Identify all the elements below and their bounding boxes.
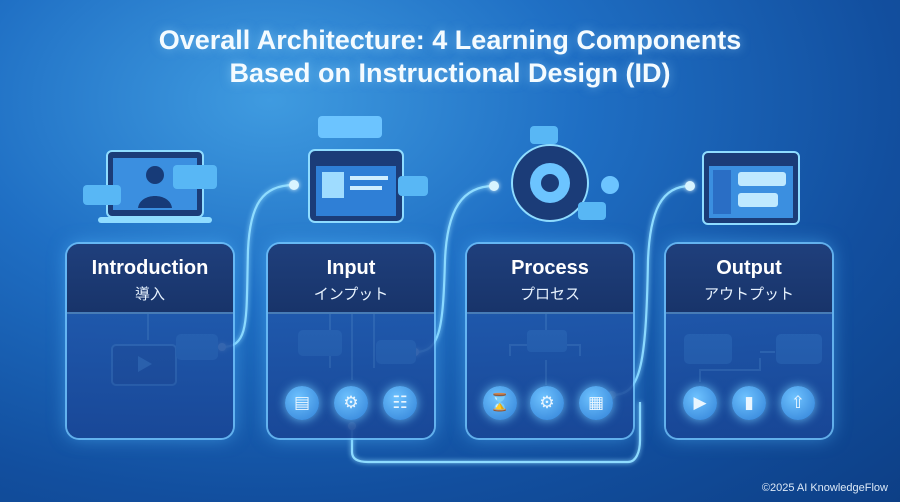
play-icon: ▶ <box>683 386 717 420</box>
card-subtitle: インプット <box>313 286 389 303</box>
gear-icon: ⚙ <box>334 386 368 420</box>
card-header: Input インプット <box>268 244 434 314</box>
card-title: Process <box>511 257 589 279</box>
document-icon: ▤ <box>285 386 319 420</box>
hourglass-icon: ⌛ <box>483 386 517 420</box>
connector-intro-to-input <box>221 183 295 349</box>
video-lecture-illustration <box>83 150 217 223</box>
diagram-title: Overall Architecture: 4 Learning Compone… <box>0 24 900 90</box>
node-dot <box>685 181 695 191</box>
component-card-process: Process プロセス ⌛ ⚙ ▦ <box>467 244 633 438</box>
card-subtitle: プロセス <box>519 286 580 303</box>
copyright-footer: ©2025 AI KnowledgeFlow <box>761 482 888 494</box>
card-header: Process プロセス <box>467 244 633 314</box>
upload-icon: ⇧ <box>781 386 815 420</box>
card-title: Output <box>716 257 782 279</box>
dashboard-window-illustration <box>702 151 800 225</box>
connector-bottom-loop <box>350 402 642 464</box>
document-window-illustration <box>308 116 428 223</box>
component-card-input: Input インプット ▤ ⚙ ☷ <box>268 244 434 438</box>
calculator-icon: ▦ <box>579 386 613 420</box>
card-header: Output アウトプット <box>666 244 832 314</box>
node-dot <box>489 181 499 191</box>
card-header: Introduction 導入 <box>67 244 233 314</box>
component-card-introduction: Introduction 導入 <box>67 244 233 438</box>
card-subtitle: アウトプット <box>703 286 794 303</box>
card-title: Introduction <box>91 257 209 279</box>
database-icon: ☷ <box>383 386 417 420</box>
node-dot <box>289 180 299 190</box>
component-card-output: Output アウトプット ▶ ▮ ⇧ <box>666 244 832 438</box>
card-subtitle: 導入 <box>134 286 165 303</box>
card-title: Input <box>326 257 376 279</box>
bar-chart-icon: ▮ <box>732 386 766 420</box>
gear-icon: ⚙ <box>530 386 564 420</box>
gear-hub-illustration <box>511 126 619 222</box>
title-line-2: Based on Instructional Design (ID) <box>229 58 671 88</box>
title-line-1: Overall Architecture: 4 Learning Compone… <box>158 25 742 55</box>
